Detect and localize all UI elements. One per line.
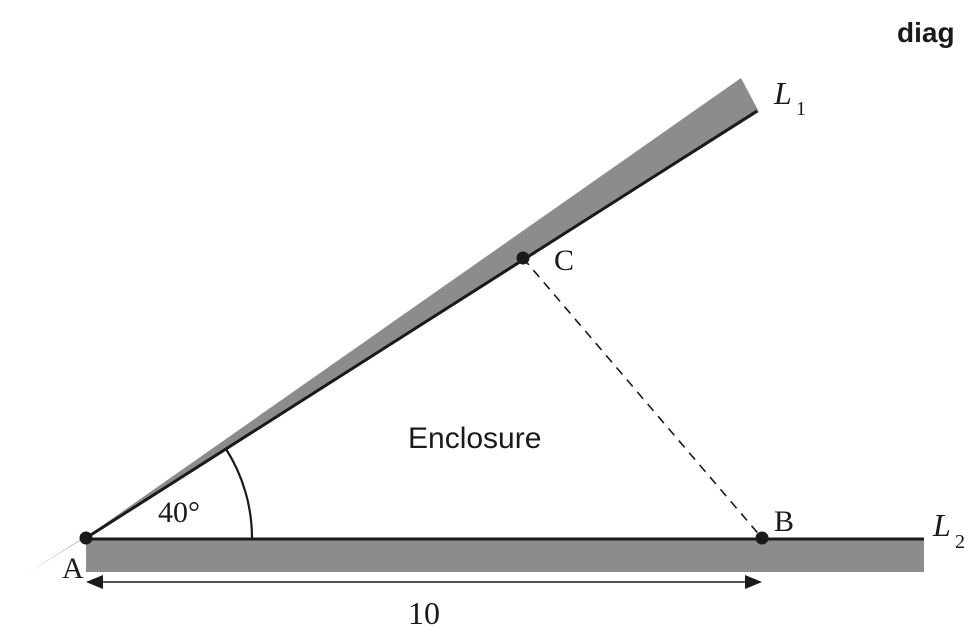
dimension-arrow-right <box>745 575 762 589</box>
label-l1-subscript: 1 <box>796 98 806 120</box>
point-b-dot <box>755 531 769 545</box>
label-l2-letter: L <box>932 507 951 543</box>
header-text: diag <box>897 17 955 48</box>
wall-l1 <box>26 78 759 574</box>
angle-arc <box>225 448 254 540</box>
label-angle: 40° <box>158 496 200 529</box>
dashed-segment-cb <box>522 257 763 539</box>
label-l1-letter: L <box>773 75 792 111</box>
point-c-dot <box>516 251 530 265</box>
dimension-arrow-left <box>86 575 103 589</box>
line-l1 <box>85 109 758 540</box>
label-point-a: A <box>62 552 84 585</box>
label-point-c: C <box>554 244 574 277</box>
wall-l2 <box>86 539 924 572</box>
point-a-dot <box>79 531 93 545</box>
label-l2-subscript: 2 <box>955 531 965 553</box>
label-point-b: B <box>774 505 794 538</box>
label-enclosure: Enclosure <box>408 422 541 455</box>
label-length-ab: 10 <box>408 595 440 631</box>
